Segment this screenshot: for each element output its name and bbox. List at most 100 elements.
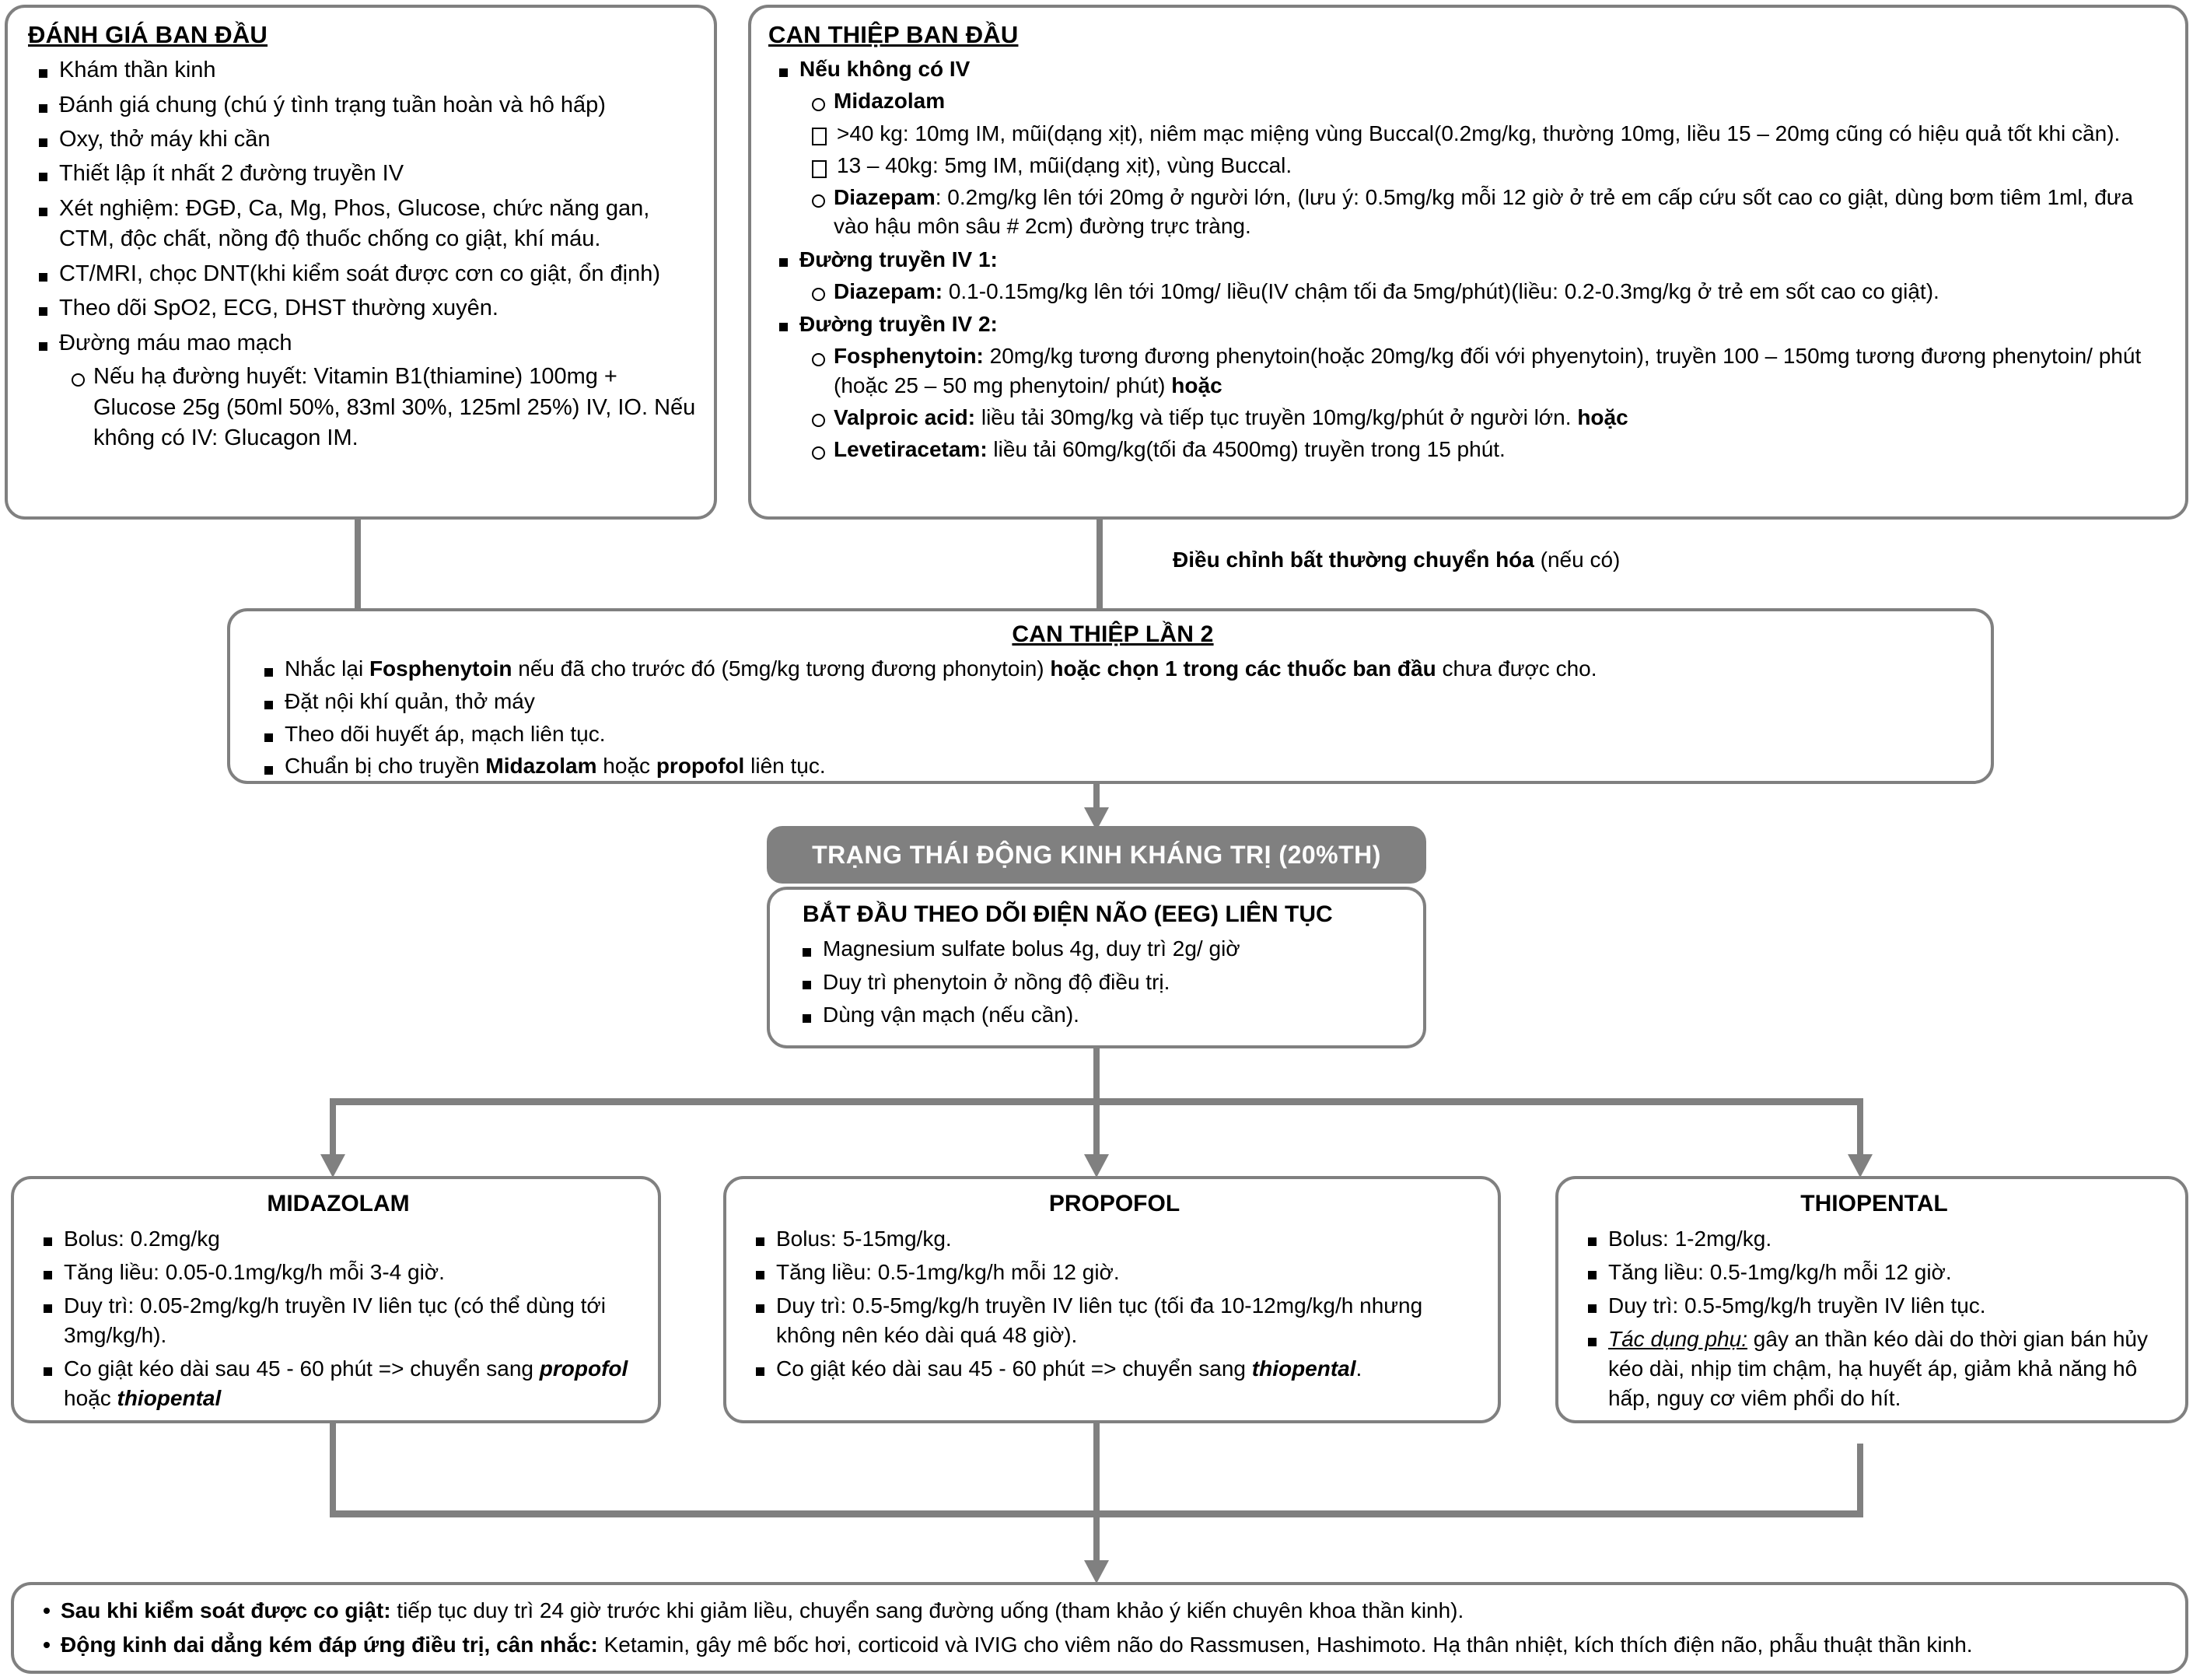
no-iv-list: Nếu không có IV	[768, 54, 2170, 83]
list-item: Tác dụng phụ: gây an thần kéo dài do thờ…	[1577, 1325, 2171, 1413]
list-item: Theo dõi huyết áp, mạch liên tục.	[254, 720, 1972, 749]
list-item: Valproic acid: liều tải 30mg/kg và tiếp …	[803, 403, 2170, 432]
metabolic-note: Điều chỉnh bất thường chuyển hóa (nếu có…	[1173, 548, 1620, 572]
final-note-text: tiếp tục duy trì 24 giờ trước khi giảm l…	[390, 1598, 1464, 1622]
metabolic-note-normal: (nếu có)	[1534, 548, 1621, 572]
propofol-list: Bolus: 5-15mg/kg. Tăng liều: 0.5-1mg/kg/…	[745, 1224, 1484, 1384]
thiopental-title: THIOPENTAL	[1800, 1191, 1948, 1216]
drug-ref-1: thiopental	[1251, 1356, 1356, 1381]
drug-label: Levetiracetam:	[834, 437, 988, 462]
midazolam-title: MIDAZOLAM	[267, 1191, 410, 1216]
list-item: Bolus: 1-2mg/kg.	[1577, 1224, 2171, 1254]
diazepam-noiv-list: Diazepam: 0.2mg/kg lên tới 20mg ở người …	[803, 183, 2170, 240]
connector-second-to-refractory	[1093, 784, 1100, 818]
second-intervention-box: CAN THIỆP LẦN 2 Nhắc lại Fosphenytoin nế…	[227, 608, 1994, 784]
list-item: Khám thần kinh	[28, 55, 697, 86]
eeg-box: BẮT ĐẦU THEO DÕI ĐIỆN NÃO (EEG) LIÊN TỤC…	[767, 887, 1426, 1048]
initial-assessment-title: ĐÁNH GIÁ BAN ĐẦU	[28, 21, 268, 48]
text-bold-1: Midazolam	[485, 754, 597, 779]
side-effects-label: Tác dụng phụ:	[1608, 1327, 1748, 1352]
initial-assessment-sublist: Nếu hạ đường huyết: Vitamin B1(thiamine)…	[62, 362, 697, 453]
list-item: >40 kg: 10mg IM, mũi(dạng xịt), niêm mạc…	[804, 119, 2170, 148]
list-item: Nhắc lại Fosphenytoin nếu đã cho trước đ…	[254, 655, 1972, 684]
drug-trailing: hoặc	[1577, 404, 1628, 429]
second-intervention-list: Nhắc lại Fosphenytoin nếu đã cho trước đ…	[254, 655, 1972, 782]
text-mid: hoặc	[596, 754, 656, 779]
list-item: Đánh giá chung (chú ý tình trạng tuần ho…	[28, 90, 697, 121]
list-item: Đường truyền IV 2:	[768, 310, 2170, 338]
text-post: liên tục.	[744, 754, 826, 779]
list-item: Tăng liều: 0.5-1mg/kg/h mỗi 12 giờ.	[745, 1258, 1484, 1287]
text-pre: Co giật kéo dài sau 45 - 60 phút => chuy…	[776, 1356, 1252, 1381]
list-item: Đường máu mao mạch	[28, 328, 697, 359]
final-note-label: Sau khi kiểm soát được co giật:	[61, 1598, 391, 1622]
second-intervention-title: CAN THIỆP LẦN 2	[1012, 621, 1214, 647]
text-bold-2: propofol	[656, 754, 745, 779]
text-post: chưa được cho.	[1436, 656, 1597, 681]
list-item: Diazepam: 0.1-0.15mg/kg lên tới 10mg/ li…	[803, 277, 2170, 306]
list-item: Magnesium sulfate bolus 4g, duy trì 2g/ …	[792, 934, 1408, 964]
list-item: Midazolam	[803, 86, 2170, 115]
text-pre: Theo dõi huyết áp, mạch liên tục.	[285, 721, 606, 746]
midazolam-dose-list: >40 kg: 10mg IM, mũi(dạng xịt), niêm mạc…	[804, 119, 2170, 180]
connector-branch-mid	[1093, 1098, 1100, 1164]
connector-intervention-to-second	[1096, 520, 1103, 613]
thiopental-box: THIOPENTAL Bolus: 1-2mg/kg. Tăng liều: 0…	[1555, 1176, 2188, 1423]
refractory-status-header: TRẠNG THÁI ĐỘNG KINH KHÁNG TRỊ (20%TH)	[767, 826, 1426, 884]
connector-final-down	[1093, 1510, 1100, 1571]
drug-label: Fosphenytoin:	[834, 344, 984, 369]
propofol-title: PROPOFOL	[1048, 1191, 1180, 1216]
drug-text: : 0.2mg/kg lên tới 20mg ở người lớn, (lư…	[834, 185, 2134, 239]
list-item: Bolus: 5-15mg/kg.	[745, 1224, 1484, 1254]
list-item: Nếu hạ đường huyết: Vitamin B1(thiamine)…	[62, 362, 697, 453]
drug-ref-2: thiopental	[117, 1386, 222, 1411]
list-item: Dùng vận mạch (nếu cần).	[792, 1000, 1408, 1030]
refractory-status-label: TRẠNG THÁI ĐỘNG KINH KHÁNG TRỊ (20%TH)	[812, 840, 1381, 869]
initial-intervention-box: CAN THIỆP BAN ĐẦU Nếu không có IV Midazo…	[748, 5, 2188, 520]
list-item: Duy trì: 0.05-2mg/kg/h truyền IV liên tụ…	[33, 1291, 644, 1350]
initial-assessment-list: Khám thần kinh Đánh giá chung (chú ý tìn…	[28, 55, 697, 359]
list-item: Co giật kéo dài sau 45 - 60 phút => chuy…	[33, 1354, 644, 1413]
final-note-text: Ketamin, gây mê bốc hơi, corticoid và IV…	[597, 1632, 1973, 1657]
midazolam-box: MIDAZOLAM Bolus: 0.2mg/kg Tăng liều: 0.0…	[11, 1176, 661, 1423]
list-item: Thiết lập ít nhất 2 đường truyền IV	[28, 159, 697, 189]
iv2-drug-list: Fosphenytoin: 20mg/kg tương đương phenyt…	[803, 341, 2170, 464]
connector-merge-left	[330, 1423, 336, 1517]
arrow-to-midazolam	[320, 1154, 345, 1178]
side-effects-text: gây an thần kéo dài do thời gian bán hủy…	[1608, 1327, 2148, 1411]
list-item: Duy trì: 0.5-5mg/kg/h truyền IV liên tục…	[745, 1291, 1484, 1350]
thiopental-list: Bolus: 1-2mg/kg. Tăng liều: 0.5-1mg/kg/h…	[1577, 1224, 2171, 1413]
connector-branch-right	[1857, 1098, 1863, 1164]
list-item: Theo dõi SpO2, ECG, DHST thường xuyên.	[28, 293, 697, 324]
iv-line-2-list: Đường truyền IV 2:	[768, 310, 2170, 338]
drug-trailing: hoặc	[1171, 373, 1222, 397]
list-item: Xét nghiệm: ĐGĐ, Ca, Mg, Phos, Glucose, …	[28, 194, 697, 255]
text-pre: Chuẩn bị cho truyền	[285, 754, 486, 779]
midazolam-list: Bolus: 0.2mg/kg Tăng liều: 0.05-0.1mg/kg…	[33, 1224, 644, 1413]
list-item: Bolus: 0.2mg/kg	[33, 1224, 644, 1254]
list-item: Tăng liều: 0.5-1mg/kg/h mỗi 12 giờ.	[1577, 1258, 2171, 1287]
connector-assessment-to-second	[355, 520, 361, 613]
connector-branch-left	[330, 1098, 336, 1164]
midazolam-sublist: Midazolam	[803, 86, 2170, 115]
initial-intervention-title: CAN THIỆP BAN ĐẦU	[768, 21, 1019, 48]
text-pre: Nhắc lại	[285, 656, 369, 681]
list-item: Động kinh dai dẳng kém đáp ứng điều trị,…	[33, 1630, 2168, 1660]
connector-eeg-down	[1093, 1048, 1100, 1104]
text-pre: Co giật kéo dài sau 45 - 60 phút => chuy…	[64, 1356, 540, 1381]
list-item: Sau khi kiểm soát được co giật: tiếp tục…	[33, 1596, 2168, 1626]
list-item: Levetiracetam: liều tải 60mg/kg(tối đa 4…	[803, 435, 2170, 464]
list-item: Tăng liều: 0.05-0.1mg/kg/h mỗi 3-4 giờ.	[33, 1258, 644, 1287]
list-item: Co giật kéo dài sau 45 - 60 phút => chuy…	[745, 1354, 1484, 1384]
text-mid: hoặc	[64, 1386, 117, 1411]
drug-label: Valproic acid:	[834, 404, 976, 429]
drug-label: Diazepam:	[834, 278, 943, 303]
list-item: Nếu không có IV	[768, 54, 2170, 83]
arrow-to-thiopental	[1848, 1154, 1873, 1178]
final-notes-box: Sau khi kiểm soát được co giật: tiếp tục…	[11, 1582, 2188, 1674]
text-mid: nếu đã cho trước đó (5mg/kg tương đương …	[512, 656, 1051, 681]
arrow-to-propofol	[1084, 1154, 1109, 1178]
list-item: 13 – 40kg: 5mg IM, mũi(dạng xịt), vùng B…	[804, 151, 2170, 180]
drug-text: liều tải 30mg/kg và tiếp tục truyền 10mg…	[975, 404, 1578, 429]
list-item: Duy trì phenytoin ở nồng độ điều trị.	[792, 968, 1408, 997]
